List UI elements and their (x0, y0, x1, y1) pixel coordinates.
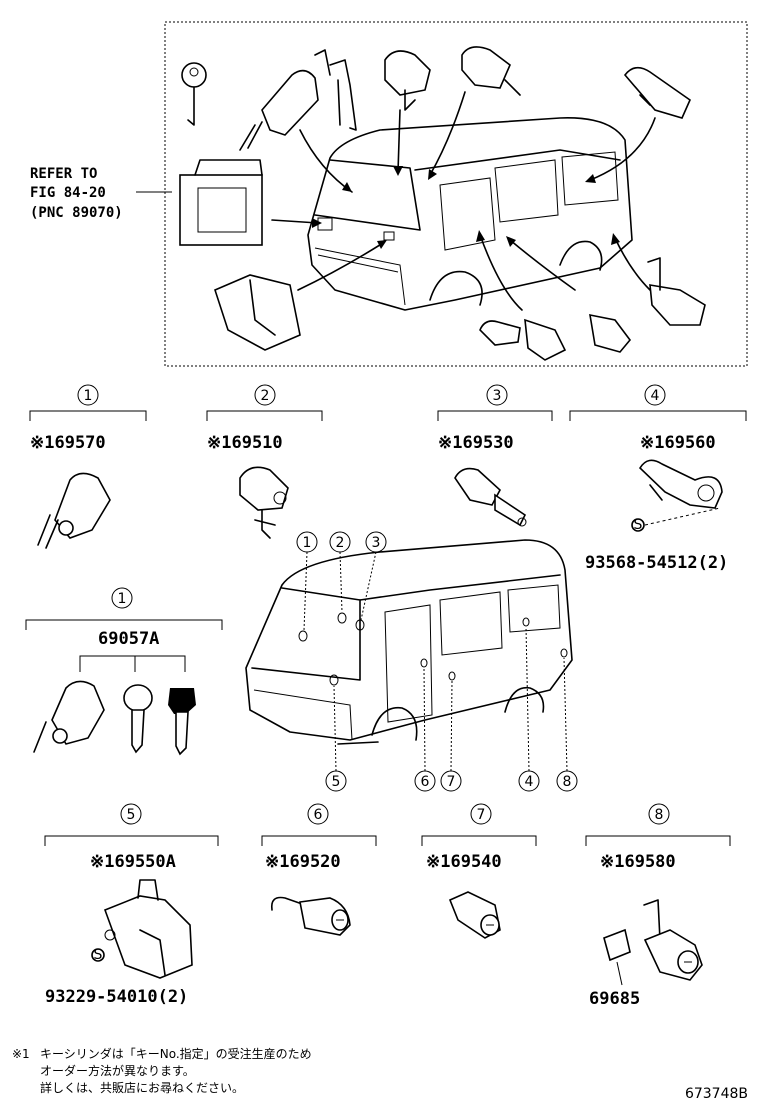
part-number-169550A: ※169550A (90, 852, 176, 872)
screw-icon-93229: S (91, 947, 105, 963)
callout-num-4: 4 (651, 388, 660, 404)
svg-text:3: 3 (372, 535, 381, 551)
top-hood-lock (214, 274, 301, 351)
callout-num-6: 6 (314, 807, 323, 823)
callout-circle-1b (111, 587, 133, 609)
footnote-line3: 詳しくは、共販店にお尋ねください。 (40, 1080, 244, 1095)
callout-num-7: 7 (477, 807, 486, 823)
refer-to-line1: REFER TO (30, 166, 97, 182)
svg-text:7: 7 (447, 774, 456, 790)
part-number-169560: ※169560 (640, 433, 716, 453)
callout-circle-5 (120, 803, 142, 825)
door-lock-cylinder-icon (239, 466, 289, 539)
top-door-cylinder-b (461, 46, 521, 96)
rear-lock-cylinder-icon (643, 899, 703, 981)
callout-circle-4 (644, 384, 666, 406)
hood-lock-icon (103, 879, 193, 979)
svg-text:2: 2 (336, 535, 345, 551)
sliding-door-lock-cylinder-icon (270, 896, 351, 936)
overview-frame (164, 21, 748, 367)
part-number-169570: ※169570 (30, 433, 106, 453)
bracket-3 (437, 410, 553, 421)
refer-to-line2: FIG 84-20 (30, 185, 106, 201)
bracket-2 (206, 410, 323, 421)
part-number-93229: 93229-54010(2) (45, 987, 188, 1007)
sliding-door-cylinder-icon (454, 467, 527, 527)
screw-icon-93568: S (631, 517, 645, 533)
part-number-69057A: 69057A (98, 629, 159, 649)
svg-text:8: 8 (563, 774, 572, 790)
top-van-arrows (271, 91, 656, 311)
part-number-69685: 69685 (589, 989, 640, 1009)
glove-box-lock-cylinder-icon (37, 472, 111, 549)
center-van-callouts: 1 2 3 5 6 7 4 8 (296, 531, 578, 792)
screw-leader-4 (644, 507, 721, 526)
center-van-illustration (245, 539, 573, 745)
figure-id: 673748B (685, 1086, 748, 1102)
callout-circle-2 (254, 384, 276, 406)
footnote-line2: オーダー方法が異なります。 (40, 1063, 195, 1078)
refer-to-line3: (PNC 89070) (30, 205, 123, 221)
footnote-mark: ※1 (12, 1047, 30, 1061)
gasket-leader (616, 961, 623, 986)
top-van-illustration (307, 117, 633, 311)
bracket-5 (44, 835, 219, 846)
top-ignition-cylinder-with-keys (239, 49, 357, 151)
bracket-6 (261, 835, 377, 846)
bracket-7 (421, 835, 537, 846)
footnote-line1: キーシリンダは「キーNo.指定」の受注生産のため (40, 1046, 312, 1061)
svg-text:S: S (94, 947, 103, 963)
bracket-69057A-items (79, 655, 186, 672)
top-rear-cylinder (647, 257, 706, 326)
callout-num-2: 2 (261, 388, 270, 404)
callout-circle-3 (486, 384, 508, 406)
bracket-1a (29, 410, 147, 421)
top-back-door-cylinder (623, 66, 691, 119)
svg-text:6: 6 (421, 774, 430, 790)
top-fuel-lid-cylinder (479, 318, 567, 361)
cylinder-and-key-set-icon (33, 680, 196, 756)
top-steering-lock-box (179, 159, 263, 246)
callout-circle-8 (648, 803, 670, 825)
callout-num-8: 8 (655, 807, 664, 823)
svg-text:1: 1 (303, 535, 312, 551)
fuel-lid-lock-cylinder-icon (448, 891, 501, 939)
part-number-169520: ※169520 (265, 852, 341, 872)
top-door-cylinder-a (384, 50, 431, 111)
callout-circle-6 (307, 803, 329, 825)
callout-circle-7 (470, 803, 492, 825)
callout-num-1b: 1 (118, 591, 127, 607)
bracket-4 (569, 410, 747, 421)
top-side-door-cylinder (589, 313, 632, 353)
bracket-1b (25, 619, 223, 630)
part-number-169530: ※169530 (438, 433, 514, 453)
svg-text:5: 5 (332, 774, 341, 790)
callout-circle-1a (77, 384, 99, 406)
back-door-lock-cylinder-icon (638, 459, 723, 509)
part-number-169510: ※169510 (207, 433, 283, 453)
part-number-169580: ※169580 (600, 852, 676, 872)
part-number-93568: 93568-54512(2) (585, 553, 728, 573)
svg-text:S: S (634, 517, 643, 533)
bracket-8 (585, 835, 731, 846)
gasket-icon-69685 (603, 928, 631, 962)
top-key-icon (181, 62, 207, 126)
part-number-169540: ※169540 (426, 852, 502, 872)
svg-text:4: 4 (525, 774, 534, 790)
callout-num-5: 5 (127, 807, 136, 823)
callout-num-3: 3 (493, 388, 502, 404)
callout-num-1a: 1 (84, 388, 93, 404)
